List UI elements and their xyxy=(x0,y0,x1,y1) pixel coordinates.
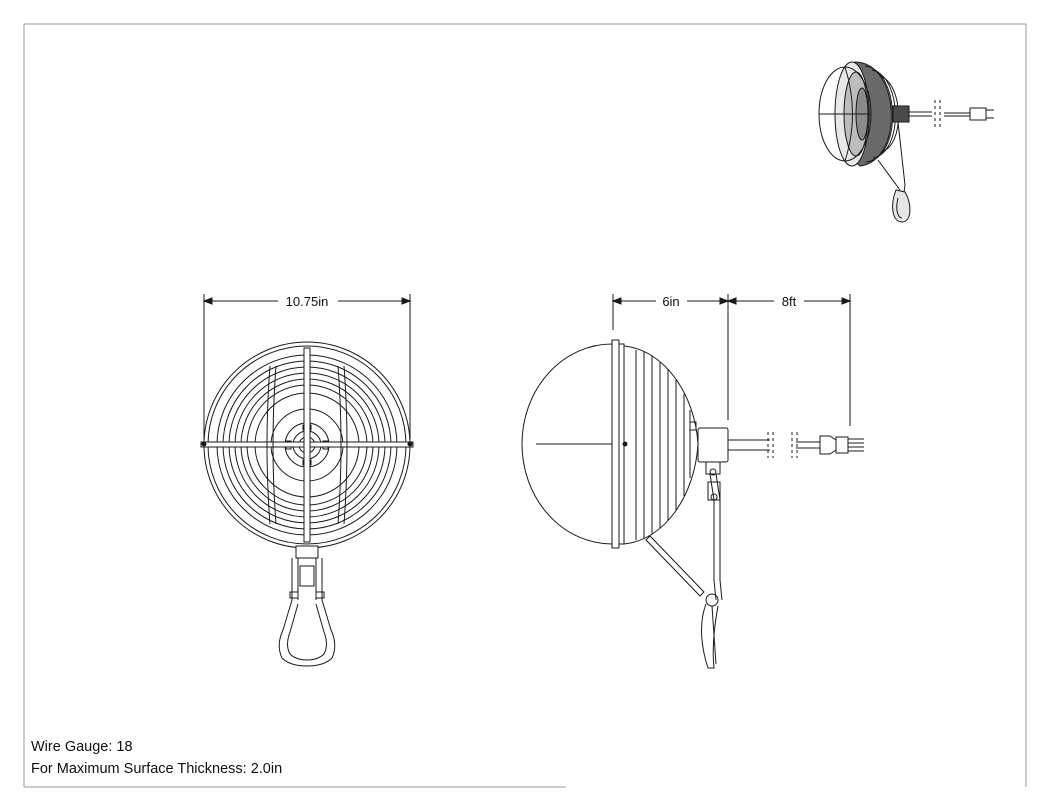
front-view-lamp xyxy=(200,341,414,667)
max-surface-thickness-note: For Maximum Surface Thickness: 2.0in xyxy=(31,761,283,777)
dimension-width xyxy=(202,294,412,440)
dimension-width-label: 10.75in xyxy=(286,294,329,309)
dimension-depth-label: 6in xyxy=(662,294,679,309)
dimension-cord-label: 8ft xyxy=(782,294,797,309)
dimension-cord xyxy=(726,294,852,426)
side-view-lamp xyxy=(521,339,864,669)
wire-gauge-note: Wire Gauge: 18 xyxy=(31,739,133,755)
drawing-border xyxy=(23,23,1027,788)
dimension-depth xyxy=(611,294,730,420)
isometric-view-lamp xyxy=(818,61,994,223)
